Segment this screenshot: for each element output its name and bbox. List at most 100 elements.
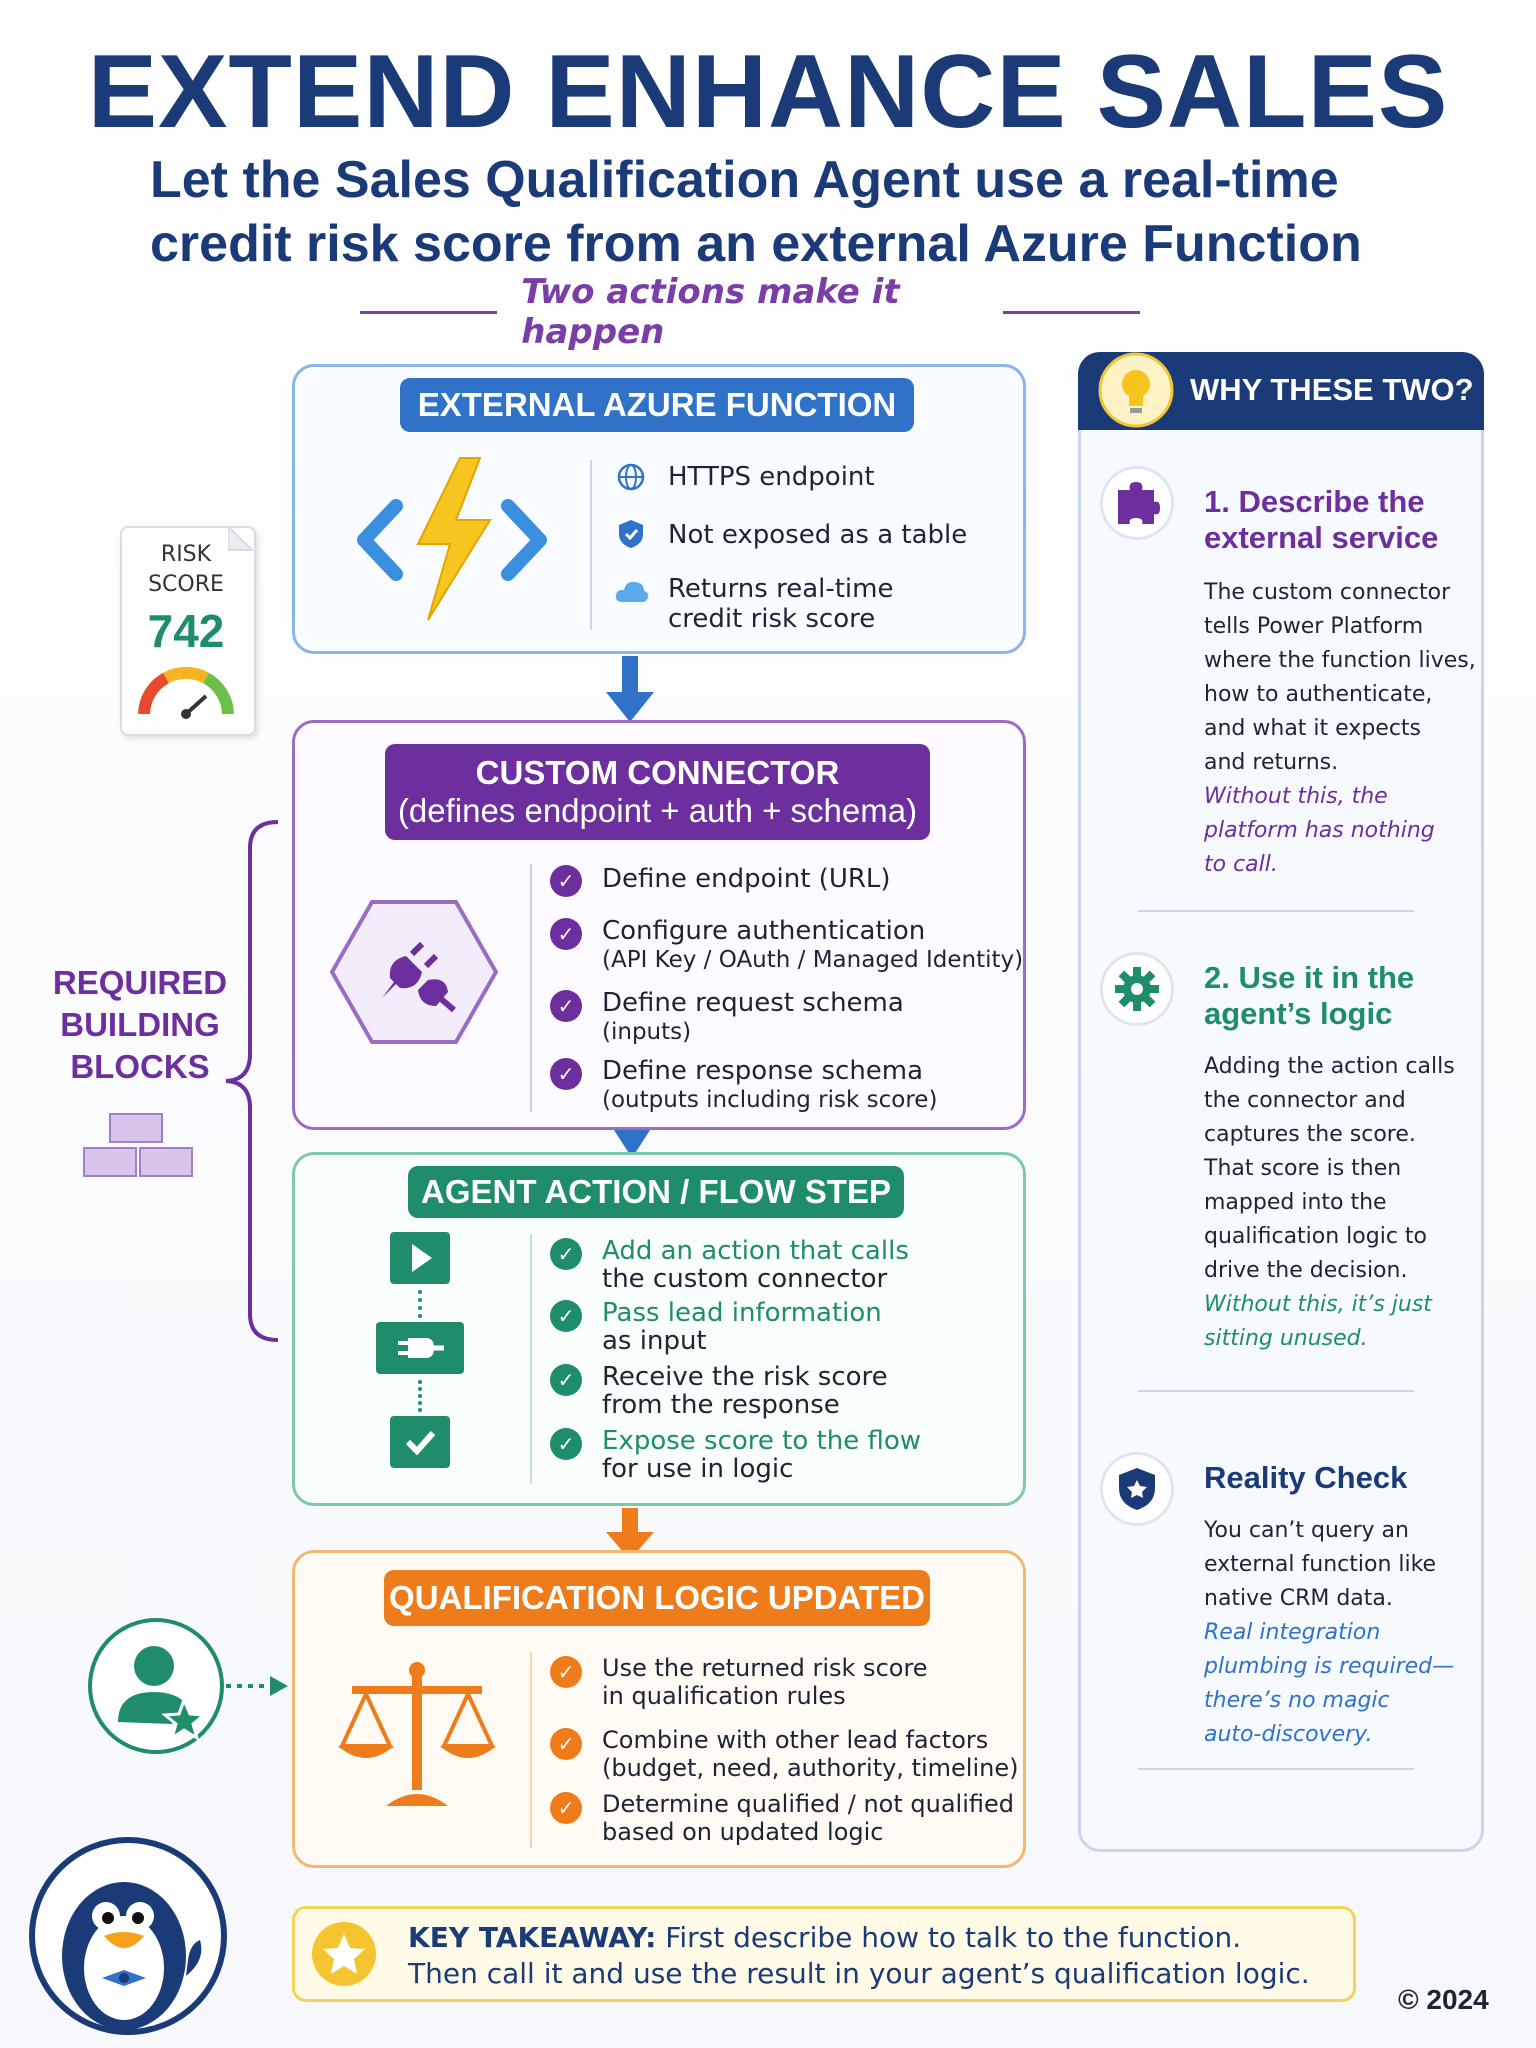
action-item-4b: for use in logic	[602, 1454, 794, 1484]
connector-item-2-sub: (API Key / OAuth / Managed Identity)	[602, 947, 1024, 973]
action-item-2a: Pass lead information	[602, 1298, 882, 1328]
tagline-rule-left	[360, 310, 498, 314]
side-text-line: the connector and	[1204, 1088, 1406, 1113]
play-icon	[390, 1232, 450, 1284]
copyright: © 2024	[1398, 1984, 1489, 2015]
why-panel	[1078, 352, 1484, 1852]
connector-item-3-sub: (inputs)	[602, 1019, 692, 1045]
checkmark-icon: ✓	[550, 1656, 582, 1688]
side-section1-title-line-1: 1. Describe the	[1204, 484, 1425, 519]
checkmark-icon: ✓	[550, 918, 582, 950]
checkmark-icon: ✓	[550, 1428, 582, 1460]
checkmark-icon: ✓	[550, 1300, 582, 1332]
required-line-3: BLOCKS	[70, 1048, 210, 1085]
checkmark-icon: ✓	[550, 1058, 582, 1090]
side-section2-note: Without this, it’s just sitting unused.	[1204, 1288, 1432, 1356]
gauge-icon	[138, 666, 234, 719]
puzzle-icon	[1118, 482, 1160, 524]
action-item-1a: Add an action that calls	[602, 1236, 909, 1266]
lightbulb-icon	[1098, 352, 1174, 428]
side-section2-title-line-1: 2. Use it in the	[1204, 960, 1415, 995]
logic-item-1b: in qualification rules	[602, 1682, 846, 1710]
takeaway-line-1: KEY TAKEAWAY: First describe how to talk…	[408, 1920, 1338, 1956]
shield-icon	[619, 520, 643, 548]
side-section1-body: The custom connector tells Power Platfor…	[1204, 576, 1476, 780]
logic-heading: QUALIFICATION LOGIC UPDATED	[384, 1570, 930, 1626]
logic-item-2b: (budget, need, authority, timeline)	[602, 1754, 1019, 1782]
side-divider	[1138, 1768, 1414, 1770]
action-item-1b: the custom connector	[602, 1264, 888, 1294]
side-note-line: to call.	[1204, 852, 1278, 877]
side-note-line: Without this, it’s just	[1204, 1292, 1432, 1317]
tagline-row: Two actions make it happen	[360, 272, 1141, 352]
side-text-line: The custom connector	[1204, 580, 1451, 605]
azure-feature-3a: Returns real-time	[668, 574, 894, 604]
side-note-line: sitting unused.	[1204, 1326, 1368, 1351]
risk-score-value: 742	[147, 605, 225, 657]
logic-item-3a: Determine qualified / not qualified	[602, 1790, 1015, 1818]
azure-feature-1: HTTPS endpoint	[668, 462, 875, 492]
checkmark-icon: ✓	[550, 1728, 582, 1760]
connector-item-4-sub: (outputs including risk score)	[602, 1087, 938, 1113]
action-item-3a: Receive the risk score	[602, 1362, 888, 1392]
connector-heading-line-1: CUSTOM CONNECTOR	[475, 754, 840, 791]
action-divider	[530, 1234, 532, 1484]
checkmark-box-icon	[390, 1416, 450, 1468]
key-takeaway-box	[292, 1906, 1356, 2002]
side-note-line: Real integration	[1204, 1620, 1381, 1645]
action-heading: AGENT ACTION / FLOW STEP	[408, 1166, 904, 1218]
side-text-line: qualification logic to	[1204, 1224, 1428, 1249]
shield-check-icon	[1119, 1468, 1155, 1510]
arrow-down-small	[614, 1130, 650, 1158]
side-text-line: tells Power Platform	[1204, 614, 1424, 639]
flow-connector	[418, 1290, 426, 1318]
user-star-icon	[88, 1618, 224, 1754]
penguin-mascot	[29, 1837, 227, 2035]
side-section1-title: 1. Describe the external service	[1204, 484, 1438, 556]
puzzle-icon-wrap	[1100, 466, 1174, 540]
star-icon	[312, 1922, 376, 1986]
bricks-icon	[83, 1113, 193, 1177]
side-text-line: captures the score.	[1204, 1122, 1416, 1147]
side-section2-body: Adding the action calls the connector an…	[1204, 1050, 1455, 1288]
side-text-line: where the function lives,	[1204, 648, 1476, 673]
connector-item-3: Define request schema	[602, 988, 904, 1018]
checkmark-icon: ✓	[550, 865, 582, 897]
connector-item-4: Define response schema	[602, 1056, 924, 1086]
side-section1-title-line-2: external service	[1204, 520, 1439, 555]
flow-connector	[418, 1380, 426, 1412]
checkmark-icon: ✓	[550, 1364, 582, 1396]
shield-check-icon-wrap	[1100, 1452, 1174, 1526]
dotted-arrow	[226, 1676, 288, 1696]
gear-icon-wrap	[1100, 952, 1174, 1026]
action-item-3b: from the response	[602, 1390, 840, 1420]
side-text-line: You can’t query an	[1204, 1518, 1409, 1543]
checkmark-icon: ✓	[550, 1238, 582, 1270]
connector-item-2: Configure authentication	[602, 916, 926, 946]
side-text-line: native CRM data.	[1204, 1586, 1393, 1611]
side-section3-note: Real integration plumbing is required— t…	[1204, 1616, 1454, 1752]
tagline: Two actions make it happen	[521, 272, 900, 352]
page-title: EXTEND ENHANCE SALES	[87, 34, 1449, 150]
action-item-2b: as input	[602, 1326, 707, 1356]
connector-heading-line-2: (defines endpoint + auth + schema)	[397, 792, 918, 829]
scales-icon	[338, 1662, 496, 1806]
takeaway-line-2: Then call it and use the result in your …	[408, 1957, 1310, 1990]
page-subtitle: Let the Sales Qualification Agent use a …	[150, 148, 1400, 276]
logic-item-1a: Use the returned risk score	[602, 1654, 928, 1682]
cloud-icon	[615, 581, 649, 602]
why-panel-title: WHY THESE TWO?	[1190, 372, 1474, 407]
side-note-line: auto-discovery.	[1204, 1722, 1373, 1747]
logic-divider	[530, 1652, 532, 1848]
arrow-down-orange	[606, 1508, 654, 1560]
subtitle-line-1: Let the Sales Qualification Agent use a …	[150, 151, 1339, 209]
action-item-4a: Expose score to the flow	[602, 1426, 922, 1456]
logic-item-2a: Combine with other lead factors	[602, 1726, 989, 1754]
risk-label-line-2: SCORE	[148, 572, 224, 597]
subtitle-line-2: credit risk score from an external Azure…	[150, 215, 1362, 273]
side-text-line: mapped into the	[1204, 1190, 1387, 1215]
connector-heading: CUSTOM CONNECTOR (defines endpoint + aut…	[385, 744, 930, 840]
side-note-line: platform has nothing	[1204, 818, 1435, 843]
azure-divider	[590, 460, 592, 630]
checkmark-icon: ✓	[550, 1792, 582, 1824]
